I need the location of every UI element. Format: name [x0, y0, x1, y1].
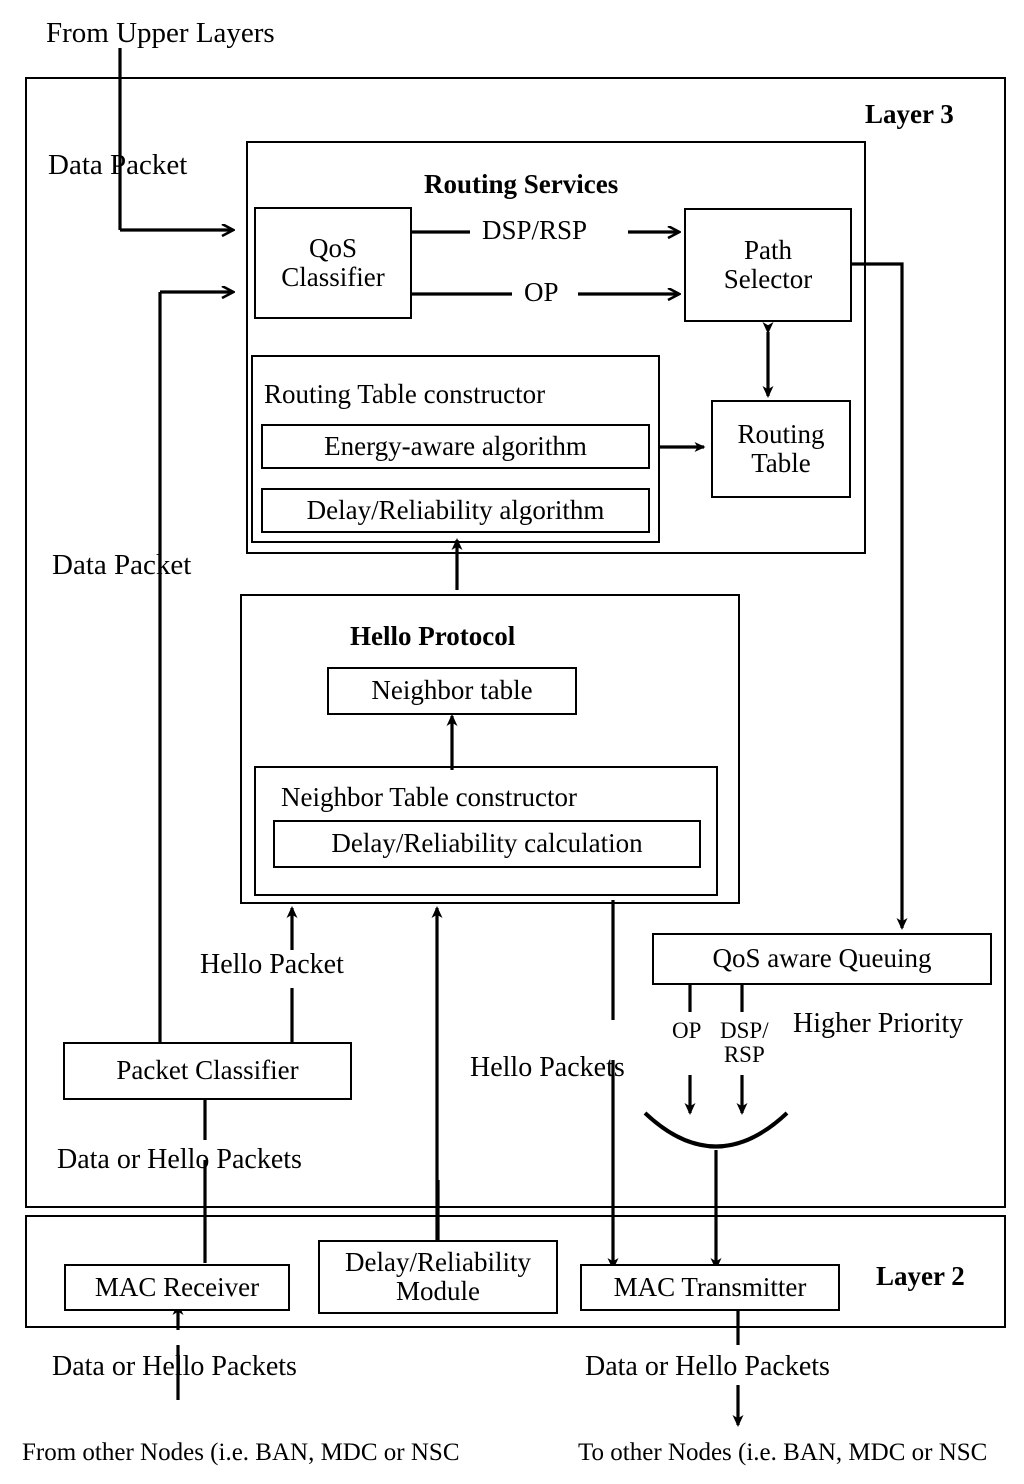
- higher-priority-label: Higher Priority: [793, 1008, 964, 1039]
- op-edge-label: OP: [524, 277, 559, 307]
- queue-op-label: OP: [672, 1018, 702, 1043]
- routing-table-label: Routing Table: [737, 418, 825, 478]
- hello-protocol-title: Hello Protocol: [350, 621, 516, 651]
- to-other-nodes-label: To other Nodes (i.e. BAN, MDC or NSC: [578, 1439, 988, 1466]
- delay-reliability-algorithm-block[interactable]: Delay/Reliability algorithm: [261, 488, 650, 533]
- routing-table-constructor-block[interactable]: [251, 355, 660, 543]
- delay-reliability-calculation-block[interactable]: Delay/Reliability calculation: [273, 820, 701, 868]
- mac-transmitter-label: MAC Transmitter: [613, 1271, 807, 1302]
- neighbor-table-constructor-block[interactable]: [254, 766, 718, 896]
- data-or-hello-packets-mid-label: Data or Hello Packets: [57, 1144, 302, 1175]
- dsp-rsp-edge-label: DSP/RSP: [482, 215, 588, 245]
- data-or-hello-packets-out-label: Data or Hello Packets: [585, 1351, 830, 1382]
- layer2-label: Layer 2: [876, 1261, 965, 1291]
- routing-table-block[interactable]: Routing Table: [711, 400, 851, 498]
- qos-aware-queuing-block[interactable]: QoS aware Queuing: [652, 933, 992, 985]
- data-packet-top-label: Data Packet: [48, 149, 188, 181]
- delay-reliability-module-label: Delay/Reliability Module: [345, 1246, 531, 1306]
- path-selector-block[interactable]: Path Selector: [684, 208, 852, 322]
- data-packet-left-label: Data Packet: [52, 549, 192, 581]
- neighbor-table-label: Neighbor table: [371, 675, 533, 706]
- hello-packet-label: Hello Packet: [200, 949, 344, 980]
- from-upper-layers-label: From Upper Layers: [46, 17, 275, 49]
- delay-reliability-algorithm-label: Delay/Reliability algorithm: [306, 494, 605, 525]
- neighbor-table-block[interactable]: Neighbor table: [327, 667, 577, 715]
- hello-packets-label: Hello Packets: [470, 1052, 625, 1083]
- data-or-hello-packets-in-label: Data or Hello Packets: [52, 1351, 297, 1382]
- mac-receiver-label: MAC Receiver: [94, 1271, 260, 1302]
- hello-protocol-group: [240, 594, 740, 904]
- routing-services-title: Routing Services: [424, 169, 619, 199]
- mac-receiver-block[interactable]: MAC Receiver: [64, 1264, 290, 1311]
- delay-reliability-calculation-label: Delay/Reliability calculation: [331, 828, 643, 859]
- edge-merge-curve: [643, 1111, 789, 1149]
- qos-classifier-block[interactable]: QoS Classifier: [254, 207, 412, 319]
- routing-table-constructor-label: Routing Table constructor: [264, 379, 546, 409]
- layer3-frame: [25, 77, 1006, 1208]
- neighbor-table-constructor-label: Neighbor Table constructor: [281, 782, 578, 812]
- qos-aware-queuing-label: QoS aware Queuing: [712, 943, 932, 974]
- mac-transmitter-block[interactable]: MAC Transmitter: [580, 1264, 840, 1311]
- routing-services-group: [246, 141, 866, 554]
- path-selector-label: Path Selector: [723, 234, 813, 294]
- layer3-label: Layer 3: [865, 99, 954, 129]
- packet-classifier-block[interactable]: Packet Classifier: [63, 1042, 352, 1100]
- qos-classifier-label: QoS Classifier: [281, 232, 385, 292]
- layer2-frame: [25, 1215, 1006, 1328]
- packet-classifier-label: Packet Classifier: [116, 1055, 299, 1086]
- edge-path-selector-to-queuing: [852, 262, 908, 930]
- from-other-nodes-label: From other Nodes (i.e. BAN, MDC or NSC: [22, 1439, 460, 1466]
- queue-dsp-rsp-label: DSP/ RSP: [720, 1018, 769, 1068]
- energy-aware-algorithm-label: Energy-aware algorithm: [324, 430, 587, 461]
- delay-reliability-module-block[interactable]: Delay/Reliability Module: [318, 1240, 558, 1314]
- energy-aware-algorithm-block[interactable]: Energy-aware algorithm: [261, 424, 650, 469]
